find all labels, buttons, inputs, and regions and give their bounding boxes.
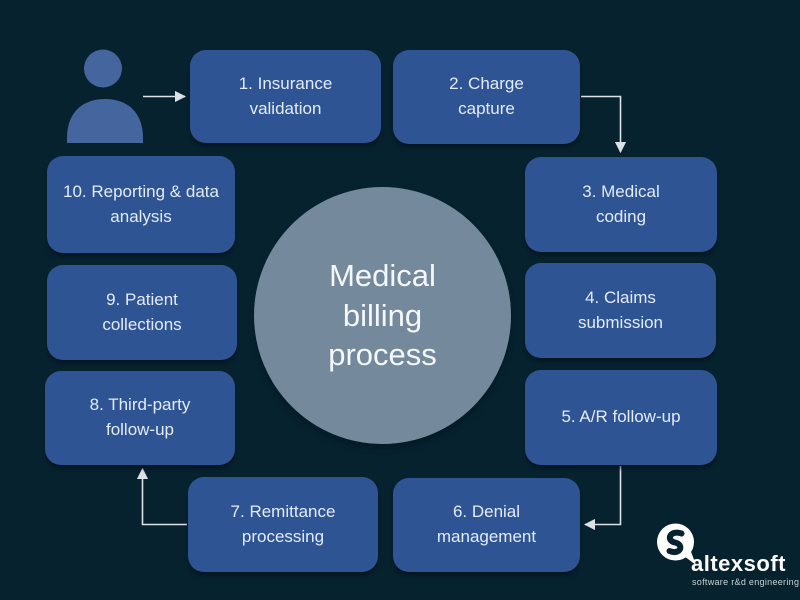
- step-box-6: 6. Denial management: [393, 478, 580, 572]
- step-box-9: 9. Patient collections: [47, 265, 237, 360]
- step-box-1: 1. Insurance validation: [190, 50, 381, 143]
- step-box-3: 3. Medical coding: [525, 157, 717, 252]
- step-box-4: 4. Claims submission: [525, 263, 716, 358]
- step-box-10: 10. Reporting & data analysis: [47, 156, 235, 253]
- step-box-7: 7. Remittance processing: [188, 477, 378, 572]
- step-box-2: 2. Charge capture: [393, 50, 580, 144]
- center-circle: Medical billing process: [254, 187, 511, 444]
- person-icon: [67, 49, 143, 143]
- arrow-step5-to-step6-icon: [583, 466, 622, 531]
- arrow-step2-to-step3-icon: [581, 95, 627, 154]
- arrow-step7-to-step8-icon: [136, 467, 187, 526]
- step-box-8: 8. Third-party follow-up: [45, 371, 235, 465]
- logo-tagline: software r&d engineering: [692, 577, 800, 587]
- diagram-title: Medical billing process: [328, 257, 437, 373]
- step-box-5: 5. A/R follow-up: [525, 370, 717, 465]
- altexsoft-logo-icon: [657, 523, 696, 565]
- logo-name: altexsoft: [691, 551, 786, 576]
